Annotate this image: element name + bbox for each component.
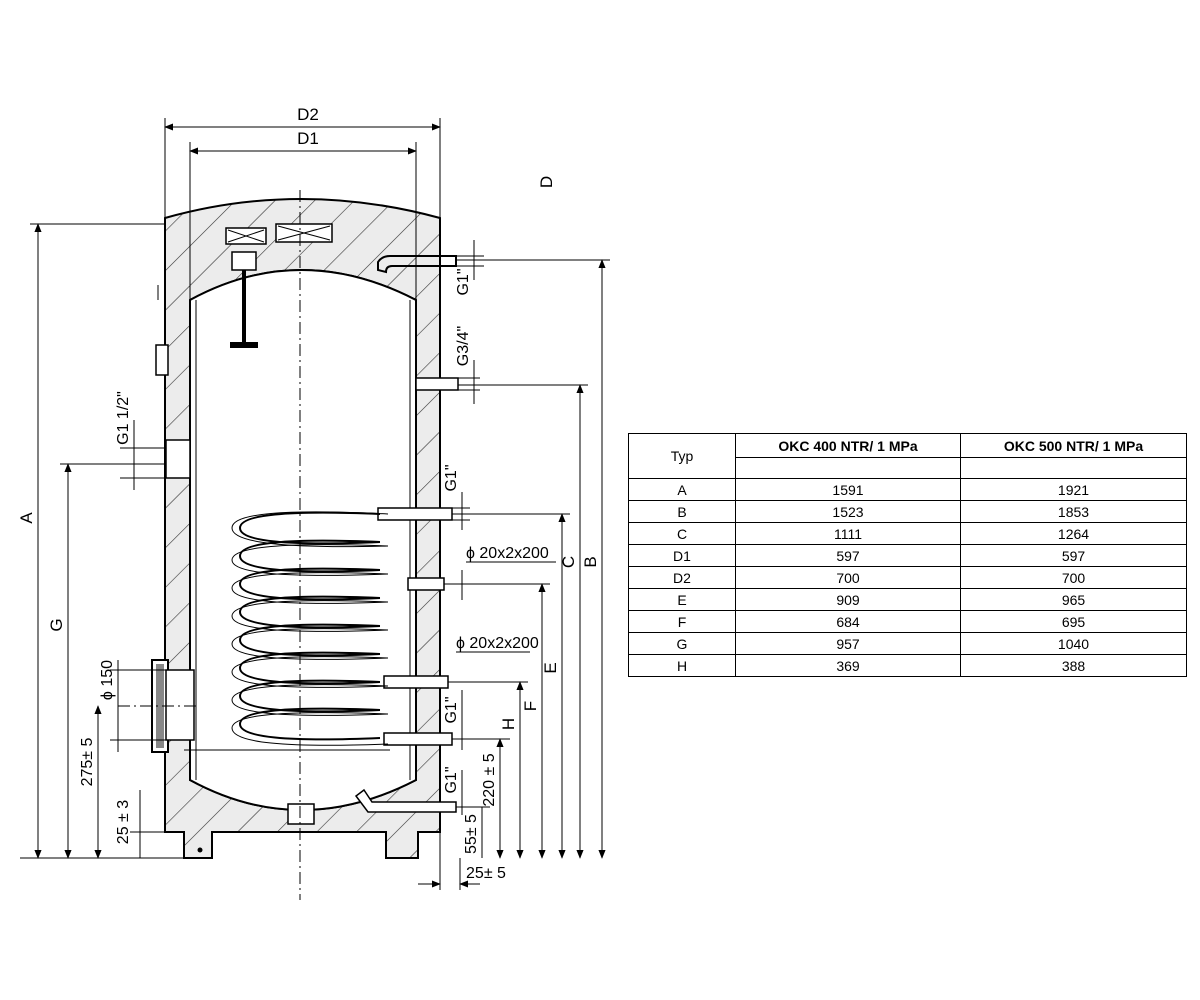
label-g1-mid: G1" [443, 464, 460, 491]
row-okc500-value: 1921 [960, 478, 1187, 501]
label-25-bottom: 25± 5 [466, 865, 506, 882]
row-okc500-value: 1853 [960, 500, 1187, 523]
table-row: G 957 1040 [628, 632, 1187, 655]
foot-screw [197, 847, 203, 853]
label-g34: G3/4" [455, 326, 472, 366]
label-d1: D1 [297, 129, 319, 148]
socket-mid [407, 577, 445, 591]
label-e: E [541, 662, 560, 673]
socket-coil-bottom [383, 675, 449, 689]
label-d2: D2 [297, 105, 319, 124]
row-okc400-value: 1523 [735, 500, 961, 523]
row-typ: F [628, 610, 736, 633]
row-typ: C [628, 522, 736, 545]
socket-g34 [415, 377, 459, 391]
row-typ: B [628, 500, 736, 523]
table-row: F 684 695 [628, 610, 1187, 633]
label-275: 275± 5 [79, 737, 96, 786]
row-okc400-value: 597 [735, 544, 961, 567]
row-okc400-value: 957 [735, 632, 961, 655]
row-typ: D1 [628, 544, 736, 567]
label-b: B [581, 556, 600, 567]
table-row: D1 597 597 [628, 544, 1187, 567]
label-phi150: ϕ 150 [99, 660, 116, 700]
header-typ: Typ [628, 433, 736, 479]
label-h: H [499, 718, 518, 730]
row-okc400-value: 1591 [735, 478, 961, 501]
label-g: G [47, 618, 66, 631]
dimensions-table: Typ OKC 400 NTR/ 1 MPa OKC 500 NTR/ 1 MP… [628, 433, 1187, 677]
header-okc400: OKC 400 NTR/ 1 MPa [735, 433, 961, 458]
row-typ: D2 [628, 566, 736, 589]
row-okc400-value: 909 [735, 588, 961, 611]
top-outlet-pipe [377, 255, 457, 274]
socket-drain [354, 788, 457, 813]
row-okc500-value: 597 [960, 544, 1187, 567]
table-row: C 1111 1264 [628, 522, 1187, 545]
table-row: A 1591 1921 [628, 478, 1187, 501]
bottom-fitting [287, 803, 315, 825]
row-okc500-value: 695 [960, 610, 1187, 633]
socket-coil-top [377, 507, 453, 521]
row-okc400-value: 700 [735, 566, 961, 589]
table-row: H 369 388 [628, 654, 1187, 677]
table-row: B 1523 1853 [628, 500, 1187, 523]
label-220: 220 ± 5 [481, 753, 498, 806]
row-okc500-value: 1264 [960, 522, 1187, 545]
label-g1-low2: G1" [443, 766, 460, 793]
row-okc400-value: 1111 [735, 522, 961, 545]
heat-exchanger-coil [231, 511, 389, 746]
row-okc400-value: 684 [735, 610, 961, 633]
label-g112: G1 1/2" [115, 391, 132, 445]
socket-low [383, 732, 453, 746]
label-55: 55± 5 [463, 814, 480, 854]
row-typ: E [628, 588, 736, 611]
top-fittings [225, 223, 333, 348]
socket-left-upper [155, 344, 169, 376]
header-okc400-sub [735, 457, 961, 479]
header-okc500: OKC 500 NTR/ 1 MPa [960, 433, 1187, 458]
row-typ: A [628, 478, 736, 501]
label-f: F [521, 701, 540, 711]
row-okc500-value: 388 [960, 654, 1187, 677]
row-okc500-value: 700 [960, 566, 1187, 589]
row-typ: H [628, 654, 736, 677]
row-okc500-value: 1040 [960, 632, 1187, 655]
label-25-left: 25 ± 3 [115, 800, 132, 844]
label-a: A [17, 512, 36, 524]
label-g1-top: G1" [455, 268, 472, 295]
table-row: E 909 965 [628, 588, 1187, 611]
socket-g112 [165, 439, 191, 479]
header-okc500-sub [960, 457, 1187, 479]
row-okc400-value: 369 [735, 654, 961, 677]
marker-d: D [537, 176, 556, 188]
row-typ: G [628, 632, 736, 655]
label-coil-lower: ϕ 20x2x200 [456, 635, 539, 652]
row-okc500-value: 965 [960, 588, 1187, 611]
label-coil-upper: ϕ 20x2x200 [466, 545, 549, 562]
label-g1-low1: G1" [443, 696, 460, 723]
table-row: D2 700 700 [628, 566, 1187, 589]
